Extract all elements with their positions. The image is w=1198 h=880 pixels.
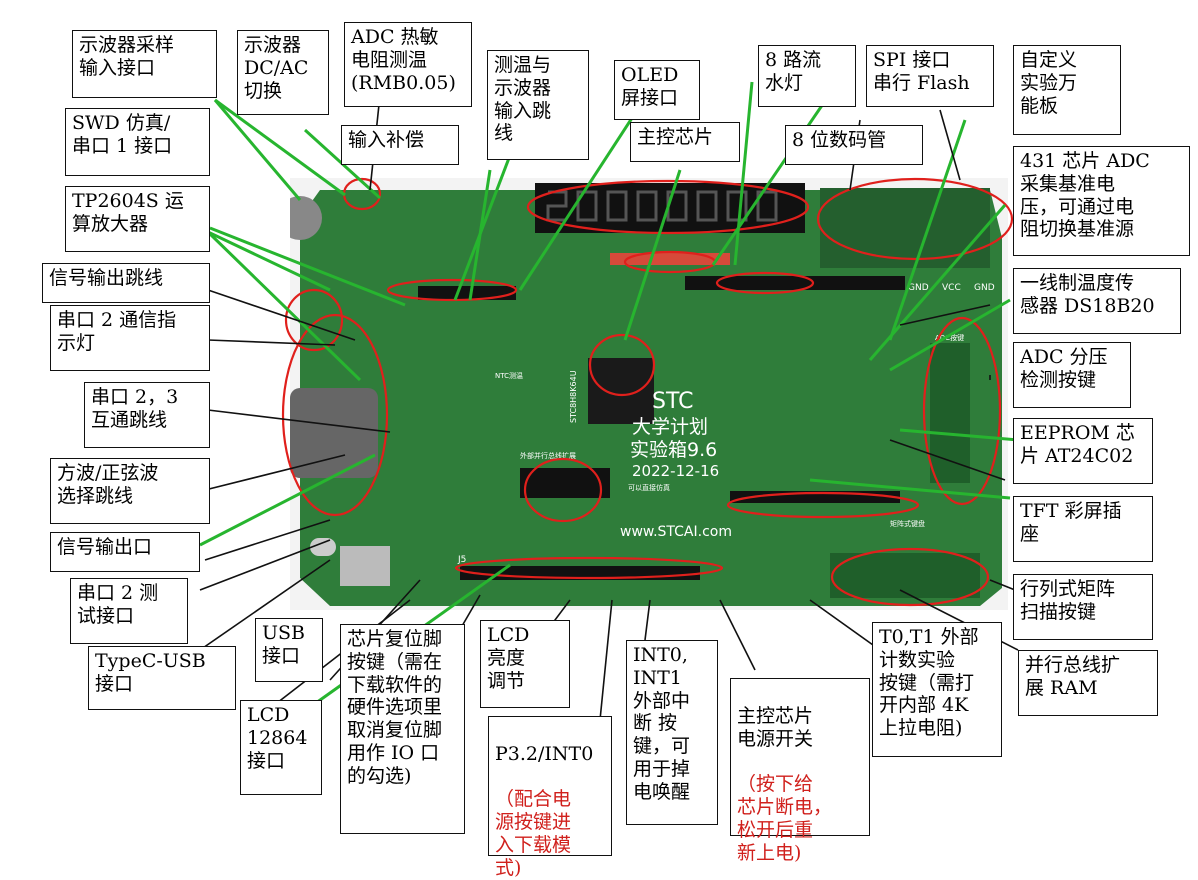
main-mcu bbox=[588, 358, 654, 424]
label-p32-int0: P3.2/INT0 （配合电 源按键进 入下载模 式) bbox=[488, 716, 612, 879]
tft-header bbox=[730, 491, 900, 503]
label-oled: OLED 屏接口 bbox=[614, 60, 700, 120]
db9-port bbox=[290, 388, 378, 478]
ram-chip bbox=[520, 468, 610, 498]
label-sig-out-jumper: 信号输出跳线 bbox=[42, 263, 210, 303]
board-line1: 大学计划 bbox=[632, 416, 708, 438]
bottom-header bbox=[460, 566, 700, 580]
led-row bbox=[610, 253, 730, 265]
temp-header bbox=[418, 286, 516, 300]
typec-port bbox=[310, 538, 336, 556]
label-input-comp: 输入补偿 bbox=[341, 125, 459, 165]
adc-keypad bbox=[930, 343, 970, 483]
board-date: 2022-12-16 bbox=[632, 462, 719, 480]
usb-port bbox=[340, 546, 390, 586]
label-matrix-keys: 行列式矩阵 扫描按键 bbox=[1013, 574, 1153, 640]
board-adc-key-label: ADC按键 bbox=[935, 333, 964, 342]
label-usb: USB 接口 bbox=[255, 618, 323, 682]
label-ext-ram: 并行总线扩 展 RAM bbox=[1018, 650, 1158, 716]
board-rtc-note: 可以直接仿真 bbox=[628, 483, 670, 492]
matrix-keypad bbox=[830, 553, 980, 598]
label-osc-sample: 示波器采样 输入接口 bbox=[72, 30, 217, 98]
label-leds8: 8 路流 水灯 bbox=[758, 45, 856, 107]
label-uart2-test: 串口 2 测 试接口 bbox=[70, 578, 188, 644]
label-reset-key: 芯片复位脚 按键（需在 下载软件的 硬件选项里 取消复位脚 用作 IO 口 的勾… bbox=[340, 624, 465, 834]
label-spi-flash: SPI 接口 串行 Flash bbox=[866, 45, 994, 107]
label-tft: TFT 彩屏插 座 bbox=[1013, 496, 1153, 562]
label-osc-dcac: 示波器 DC/AC 切换 bbox=[237, 30, 329, 115]
board-line2: 实验箱9.6 bbox=[630, 439, 717, 461]
label-wave-select: 方波/正弦波 选择跳线 bbox=[50, 458, 210, 524]
board-brand: STC bbox=[652, 389, 693, 414]
board-pin-gnd2: GND bbox=[974, 283, 995, 293]
board-pin-vcc: VCC bbox=[942, 283, 961, 293]
label-tp2604s: TP2604S 运 算放大器 bbox=[65, 186, 210, 252]
power-note: （按下给 芯片断电， 松开后重 新上电) bbox=[737, 773, 833, 864]
board-lcd-conn: J5 bbox=[457, 555, 466, 565]
label-uart23-jumper: 串口 2，3 互通跳线 bbox=[84, 382, 210, 448]
label-tl431: 431 芯片 ADC 采集基准电 压，可通过电 阻切换基准源 bbox=[1013, 146, 1190, 256]
label-t01: T0,T1 外部 计数实验 按键（需打 开内部 4K 上拉电阻) bbox=[872, 622, 1002, 757]
seven-segment-display bbox=[535, 183, 805, 233]
board-ext-bus: 外部并行总线扩展 bbox=[520, 451, 576, 460]
label-lcd12864: LCD 12864 接口 bbox=[240, 700, 322, 795]
label-uart2-led: 串口 2 通信指 示灯 bbox=[50, 305, 210, 371]
label-eeprom: EEPROM 芯 片 AT24C02 bbox=[1013, 418, 1153, 484]
board-chip-model: STC8H8K64U bbox=[569, 370, 578, 423]
label-int01: INT0, INT1 外部中 断 按 键，可 用于掉 电唤醒 bbox=[626, 640, 718, 825]
oled-header bbox=[685, 276, 905, 290]
p32-note: （配合电 源按键进 入下载模 式) bbox=[495, 788, 572, 879]
label-sig-out-port: 信号输出口 bbox=[50, 532, 200, 572]
label-lcd-brightness: LCD 亮度 调节 bbox=[480, 620, 570, 708]
p32-title: P3.2/INT0 bbox=[495, 742, 594, 765]
label-swd: SWD 仿真/ 串口 1 接口 bbox=[65, 108, 210, 176]
label-seg8: 8 位数码管 bbox=[785, 125, 923, 165]
label-proto-board: 自定义 实验万 能板 bbox=[1013, 45, 1121, 135]
board-matrix-label: 矩阵式键盘 bbox=[890, 519, 925, 528]
label-power-switch: 主控芯片 电源开关 （按下给 芯片断电， 松开后重 新上电) bbox=[730, 678, 870, 864]
dev-board-photo: STC 大学计划 实验箱9.6 2022-12-16 www.STCAI.com… bbox=[290, 178, 1008, 610]
label-temp-osc-jumper: 测温与 示波器 输入跳 线 bbox=[487, 50, 589, 160]
board-ntc: NTC测温 bbox=[495, 371, 523, 380]
power-title: 主控芯片 电源开关 bbox=[737, 704, 814, 750]
label-adc-keys: ADC 分压 检测按键 bbox=[1013, 342, 1131, 408]
board-pin-gnd: GND bbox=[908, 283, 929, 293]
label-ds18b20: 一线制温度传 感器 DS18B20 bbox=[1013, 268, 1181, 334]
prototype-area bbox=[820, 188, 990, 268]
board-url: www.STCAI.com bbox=[620, 524, 732, 540]
label-adc-thermistor: ADC 热敏 电阻测温 (RMB0.05) bbox=[344, 22, 472, 107]
label-typec: TypeC-USB 接口 bbox=[88, 646, 236, 710]
label-main-chip: 主控芯片 bbox=[630, 122, 740, 162]
